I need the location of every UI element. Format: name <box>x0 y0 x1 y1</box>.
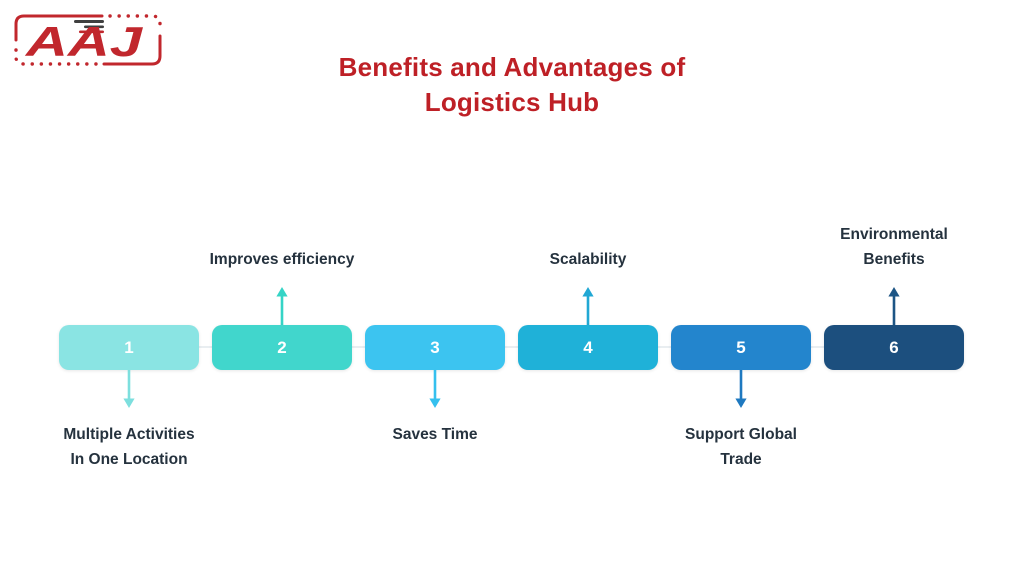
step-number: 6 <box>889 338 899 357</box>
step-number: 4 <box>583 338 593 357</box>
step-1: 1 Multiple Activities In One Location <box>59 210 199 510</box>
arrow-down-icon <box>733 370 749 408</box>
step-5: 5 Support Global Trade <box>671 210 811 510</box>
arrow-down-icon <box>427 370 443 408</box>
step-label: Support Global Trade <box>685 426 797 468</box>
step-number: 3 <box>430 338 440 357</box>
step-6: Environmental Benefits 6 <box>824 210 964 510</box>
step-box: 5 <box>671 325 811 370</box>
arrow-up-icon <box>580 287 596 325</box>
page-title: Benefits and Advantages of Logistics Hub <box>0 50 1024 120</box>
arrow-down-icon <box>121 370 137 408</box>
steps-row: 1 Multiple Activities In One Location Im… <box>59 210 964 510</box>
aaj-logo-graphic: AAJ <box>14 14 162 66</box>
step-number: 2 <box>277 338 287 357</box>
step-number: 5 <box>736 338 746 357</box>
arrow-up-icon <box>886 287 902 325</box>
step-label: Multiple Activities In One Location <box>63 426 195 468</box>
step-number: 1 <box>124 338 134 357</box>
step-4: Scalability 4 <box>518 210 658 510</box>
step-3: 3 Saves Time <box>365 210 505 510</box>
connector-line <box>66 346 958 348</box>
step-box: 2 <box>212 325 352 370</box>
aaj-logo: AAJ <box>10 8 166 72</box>
speed-line-icon <box>74 20 104 23</box>
step-box: 3 <box>365 325 505 370</box>
page-title-line1: Benefits and Advantages of <box>338 52 686 82</box>
logo-text: AAJ <box>25 18 145 65</box>
step-box: 4 <box>518 325 658 370</box>
step-label: Environmental Benefits <box>840 226 948 268</box>
step-box: 1 <box>59 325 199 370</box>
step-box: 6 <box>824 325 964 370</box>
step-label: Saves Time <box>392 426 478 443</box>
page-title-line2: Logistics Hub <box>424 87 600 117</box>
step-label: Improves efficiency <box>209 251 355 268</box>
step-label: Scalability <box>549 251 627 268</box>
arrow-up-icon <box>274 287 290 325</box>
step-2: Improves efficiency 2 <box>210 210 354 510</box>
